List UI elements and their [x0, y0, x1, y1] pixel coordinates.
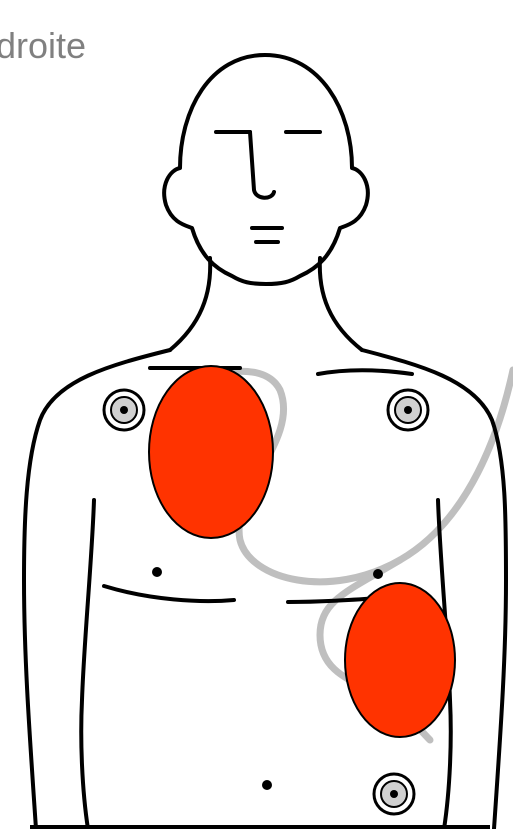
navel	[262, 780, 272, 790]
ecg-electrode-icon	[374, 774, 414, 814]
left-shoulder-arm	[24, 350, 170, 829]
right-nipple	[373, 569, 383, 579]
left-nipple	[152, 567, 162, 577]
pectoral-left	[104, 586, 234, 601]
defibrillator-pad-icon	[345, 583, 455, 737]
neck-left	[170, 258, 210, 350]
ecg-electrode-icon	[104, 390, 144, 430]
clavicle-right	[318, 370, 412, 374]
neck-right	[320, 258, 362, 350]
defibrillator-pad-icon	[149, 366, 273, 538]
head-outline	[164, 55, 368, 284]
ecg-electrode-icon	[388, 390, 428, 430]
left-inner-arm	[81, 500, 94, 829]
